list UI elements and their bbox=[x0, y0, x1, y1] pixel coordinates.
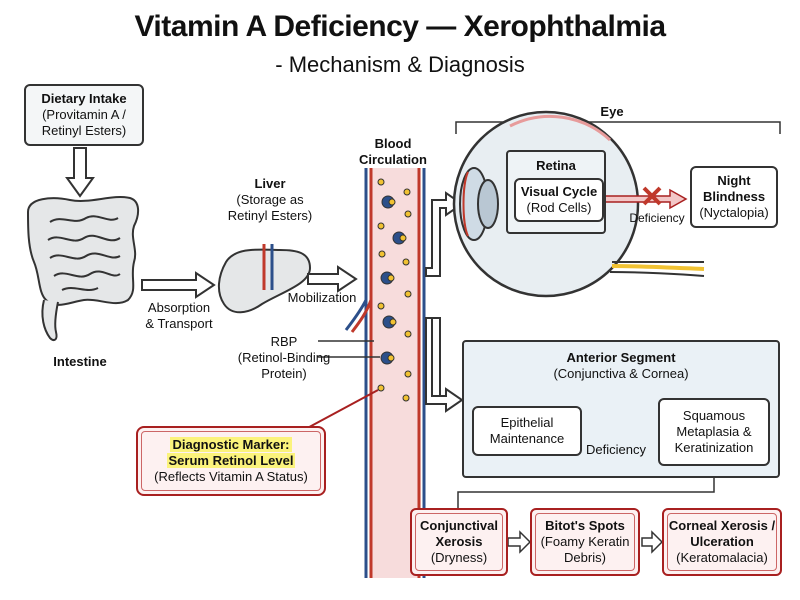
eye-bracket bbox=[455, 121, 781, 134]
page-subtitle: - Mechanism & Diagnosis bbox=[275, 52, 525, 77]
eye-deficiency-label: Deficiency bbox=[629, 211, 685, 225]
epithelial-line1: Epithelial bbox=[500, 415, 554, 430]
stage-2-sub: Debris) bbox=[564, 550, 606, 565]
retina-label: Retina bbox=[536, 158, 576, 173]
absorption-label: Absorption & Transport bbox=[134, 300, 224, 332]
mobilization-label: Mobilization bbox=[287, 290, 357, 305]
anterior-deficiency-label: Deficiency bbox=[586, 442, 646, 457]
night-blindness-box: Night Blindness (Nyctalopia) bbox=[690, 166, 778, 228]
night-blindness-line2: Blindness bbox=[702, 189, 766, 204]
stage-2-line2: (Foamy Keratin bbox=[540, 534, 630, 549]
dietary-intake-line1: (Provitamin A / bbox=[42, 107, 126, 122]
liver-line1: (Storage as bbox=[236, 192, 304, 207]
blood-circulation-label: Blood Circulation bbox=[345, 136, 441, 168]
diagnostic-callout-line bbox=[299, 389, 379, 433]
eye-label: Eye bbox=[600, 104, 624, 119]
stage-1-sub: (Dryness) bbox=[430, 550, 488, 565]
diagnostic-subtext: (Reflects Vitamin A Status) bbox=[154, 469, 308, 484]
dietary-intake-title: Dietary Intake bbox=[41, 91, 127, 106]
stage-3-line2: Ulceration bbox=[690, 534, 754, 549]
rbp-line2: (Retinol-Binding bbox=[237, 350, 331, 365]
blood-line1: Blood bbox=[374, 136, 412, 151]
stages-connector bbox=[457, 478, 715, 508]
liver-line2: Retinyl Esters) bbox=[227, 208, 313, 223]
stage-1-line1: Conjunctival bbox=[419, 518, 498, 533]
anterior-title: Anterior Segment bbox=[566, 350, 676, 365]
epithelial-maintenance-box: Epithelial Maintenance bbox=[472, 406, 582, 456]
diagnostic-serum-retinol: Serum Retinol Level bbox=[166, 453, 296, 468]
epithelial-line2: Maintenance bbox=[489, 431, 565, 446]
diagnostic-title: Diagnostic Marker: bbox=[170, 437, 292, 452]
rbp-line1: RBP bbox=[270, 334, 298, 349]
stage-arrow-1 bbox=[507, 530, 532, 554]
absorption-line2: & Transport bbox=[145, 316, 213, 331]
diagnostic-marker-box: Diagnostic Marker: Serum Retinol Level (… bbox=[136, 426, 326, 496]
night-blindness-sub: (Nyctalopia) bbox=[699, 205, 769, 220]
visual-cycle-title: Visual Cycle bbox=[520, 184, 598, 199]
absorption-line1: Absorption bbox=[147, 300, 211, 315]
stage-2-line1: Bitot's Spots bbox=[545, 518, 625, 533]
intestine-label: Intestine bbox=[53, 354, 107, 369]
rbp-line3: Protein) bbox=[261, 366, 307, 381]
intestine-icon bbox=[27, 196, 140, 341]
blood-to-anterior-arrow bbox=[425, 317, 464, 413]
stage-bitots-spots: Bitot's Spots (Foamy Keratin Debris) bbox=[530, 508, 640, 576]
block-x-icon bbox=[642, 186, 662, 206]
visual-cycle-sub: (Rod Cells) bbox=[526, 200, 592, 215]
stage-conjunctival-xerosis: Conjunctival Xerosis (Dryness) bbox=[410, 508, 508, 576]
retinol-particles bbox=[377, 178, 412, 402]
blood-line2: Circulation bbox=[359, 152, 427, 167]
rbp-label: RBP (Retinol-Binding Protein) bbox=[224, 334, 344, 382]
absorption-arrow bbox=[141, 271, 216, 299]
liver-label: Liver (Storage as Retinyl Esters) bbox=[210, 176, 330, 224]
liver-icon bbox=[218, 244, 312, 314]
squamous-line2: Metaplasia & bbox=[676, 424, 752, 439]
night-blindness-line1: Night bbox=[717, 173, 751, 188]
squamous-line1: Squamous bbox=[682, 408, 746, 423]
stage-1-line2: Xerosis bbox=[435, 534, 483, 549]
squamous-line3: Keratinization bbox=[674, 440, 754, 455]
mobilization-arrow bbox=[307, 265, 358, 293]
stage-corneal-xerosis: Corneal Xerosis / Ulceration (Keratomala… bbox=[662, 508, 782, 576]
squamous-metaplasia-box: Squamous Metaplasia & Keratinization bbox=[658, 398, 770, 466]
anterior-sub: (Conjunctiva & Cornea) bbox=[553, 366, 689, 381]
eye-deficiency-arrow bbox=[601, 186, 688, 210]
stage-3-sub: (Keratomalacia) bbox=[676, 550, 768, 565]
dietary-intake-box: Dietary Intake (Provitamin A / Retinyl E… bbox=[24, 84, 144, 146]
stage-arrow-2 bbox=[641, 530, 664, 554]
dietary-intake-line2: Retinyl Esters) bbox=[41, 123, 127, 138]
liver-title: Liver bbox=[254, 176, 286, 191]
intake-down-arrow bbox=[65, 147, 95, 198]
page-title: Vitamin A Deficiency — Xerophthalmia bbox=[134, 10, 666, 43]
stage-3-line1: Corneal Xerosis / bbox=[668, 518, 776, 533]
visual-cycle-box: Visual Cycle (Rod Cells) bbox=[514, 178, 604, 222]
